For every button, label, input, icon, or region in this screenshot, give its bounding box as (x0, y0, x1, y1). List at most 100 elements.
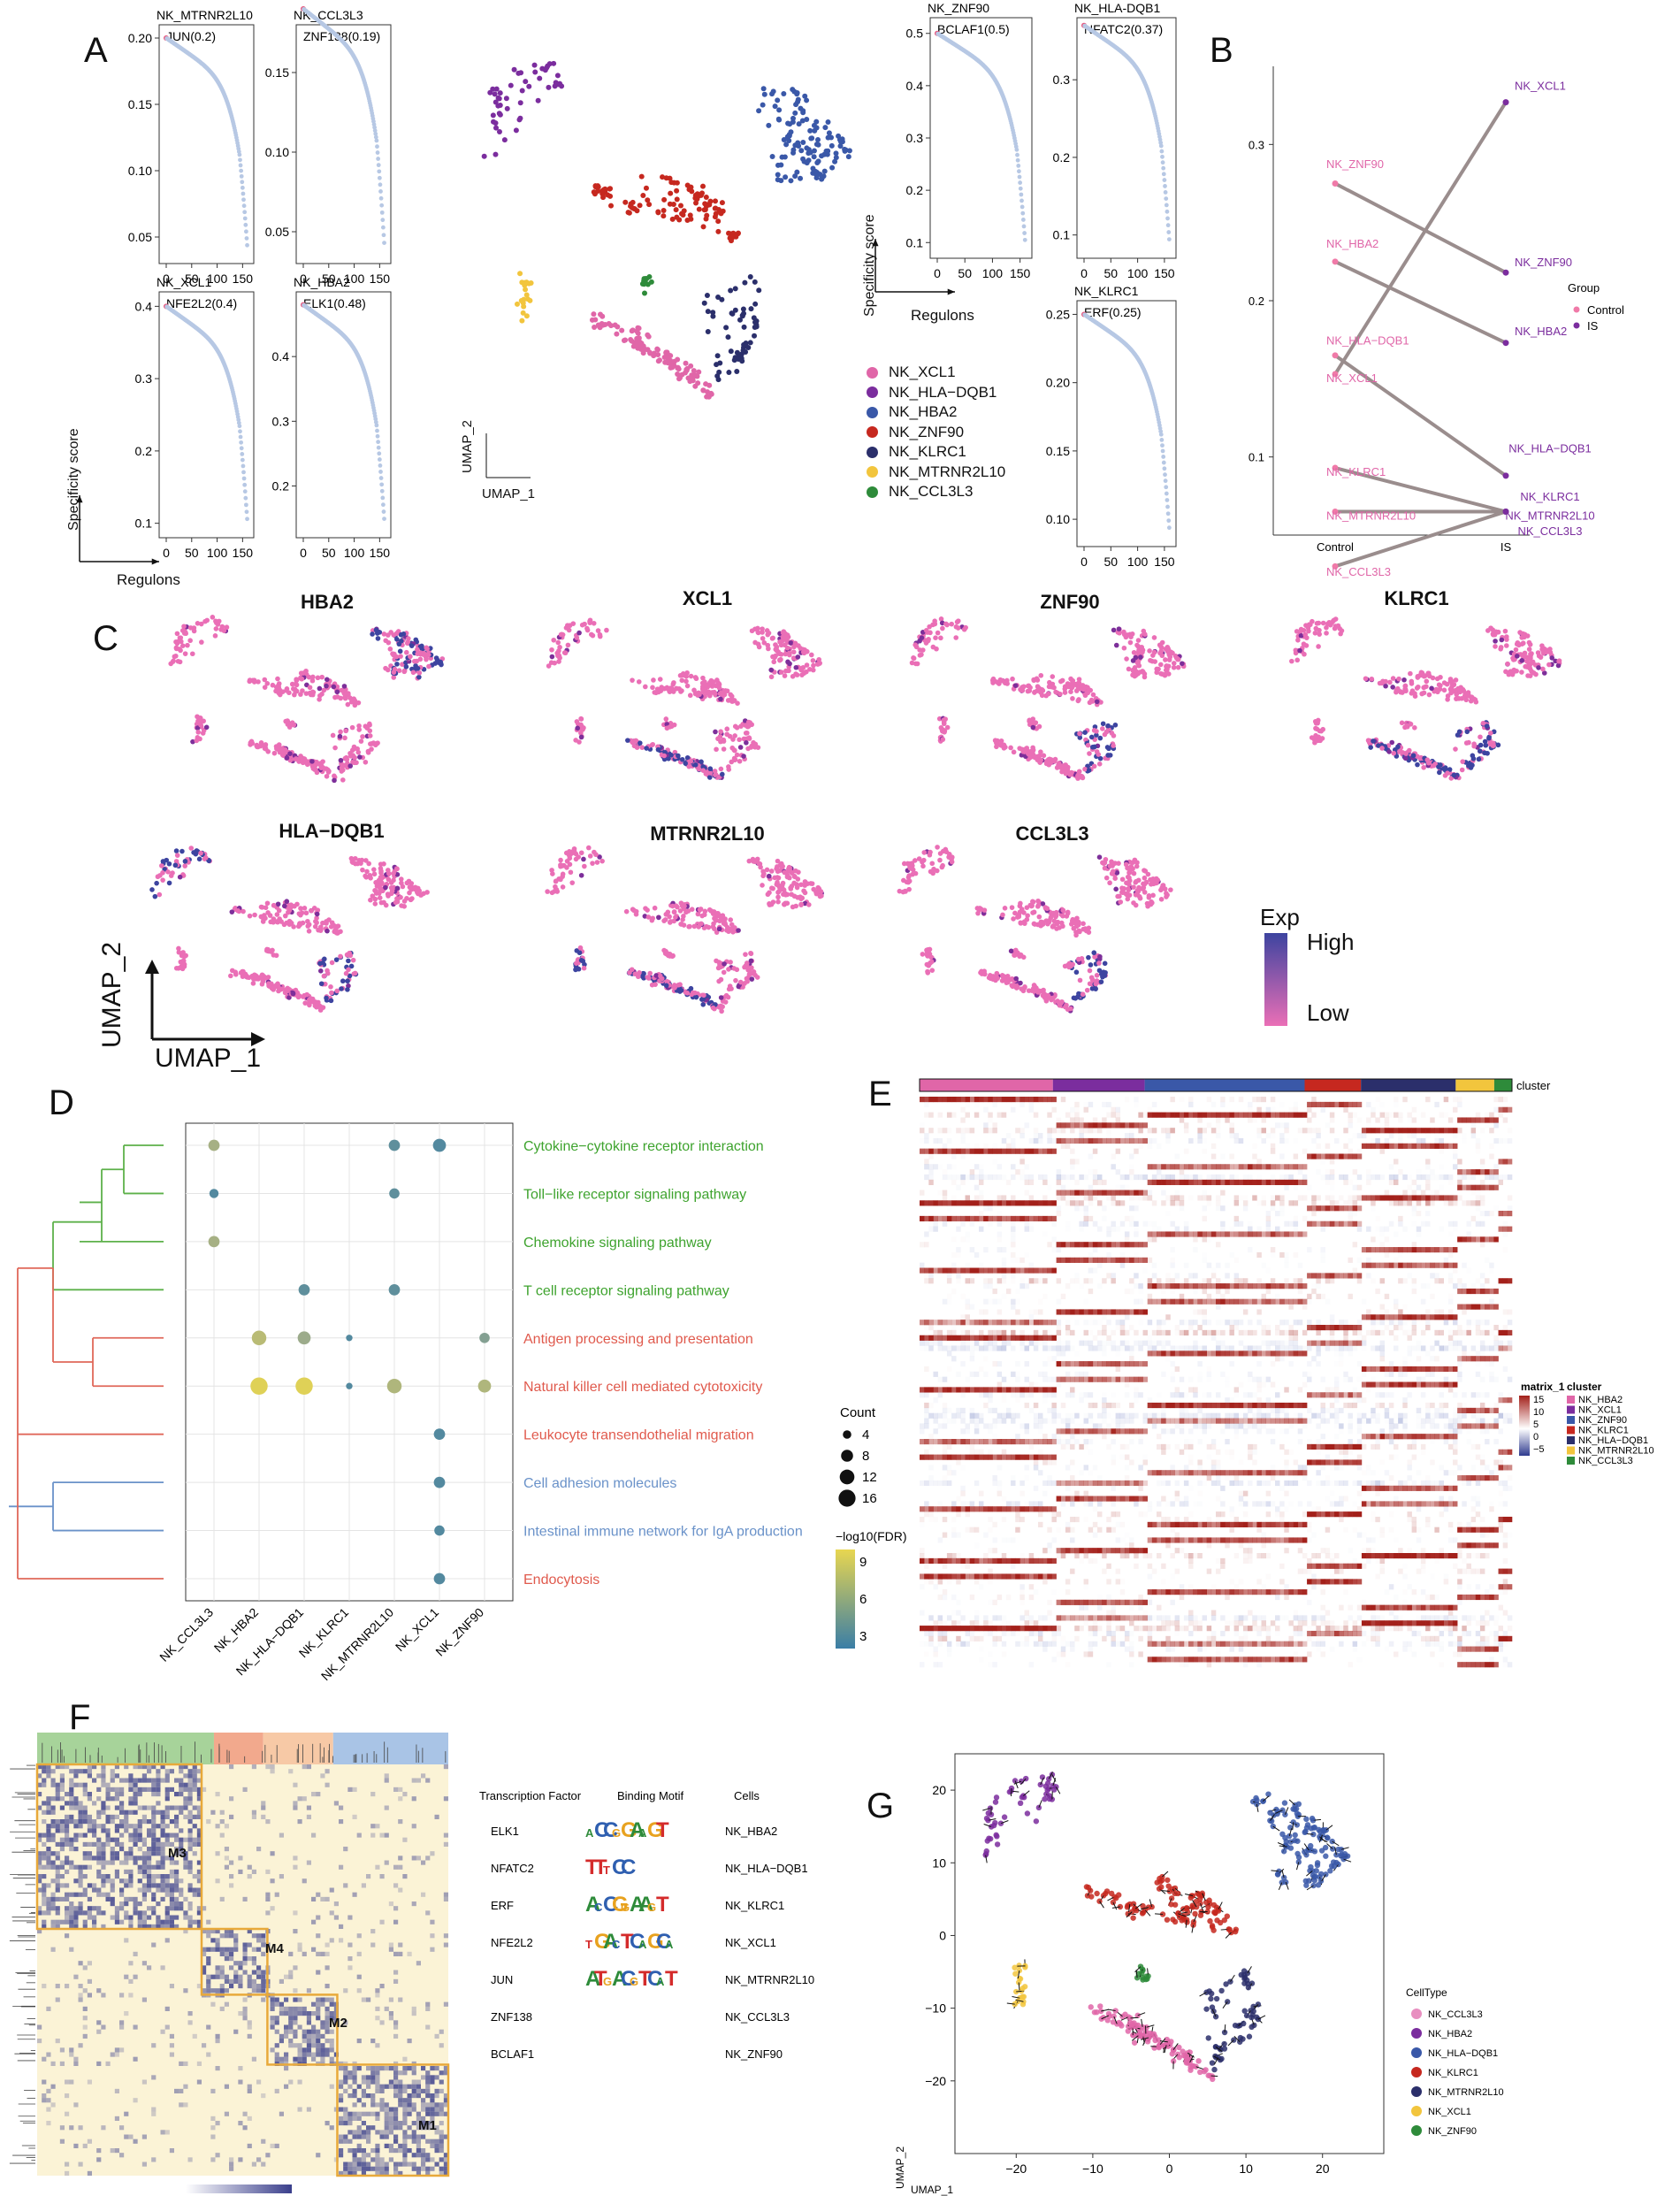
feature-cell (1536, 665, 1541, 670)
umap-cell (520, 310, 526, 316)
feature-cell (352, 970, 358, 976)
feature-cell (1063, 1004, 1068, 1010)
feature-cell (273, 953, 279, 959)
rank-point (1022, 237, 1027, 242)
umap-legend-item: NK_MTRNR2L10 (867, 463, 1005, 483)
feature-cell (1175, 664, 1181, 670)
feature-cell (569, 880, 576, 885)
rank-point (381, 233, 386, 238)
feature-cell (657, 677, 663, 682)
feature-cell (350, 957, 356, 963)
feature-cell (1408, 721, 1414, 727)
feature-cell (1068, 689, 1073, 695)
feature-cell (768, 868, 775, 874)
feature-cell (597, 854, 602, 860)
feature-cell (684, 683, 691, 689)
feature-cell (1019, 746, 1025, 753)
umap-legend-item: NK_HBA2 (867, 402, 1005, 423)
feature-cell (913, 642, 918, 647)
feature-cell (149, 887, 155, 892)
feature-cell (760, 626, 765, 631)
feature-cell (262, 677, 268, 683)
feature-cell (340, 777, 346, 783)
b-point-control (1332, 352, 1339, 359)
umap-cell (781, 137, 787, 143)
b-legend-title: Group (1568, 281, 1600, 295)
feature-cell (1404, 723, 1410, 728)
feature-cell (587, 617, 593, 624)
umap-cell (696, 206, 702, 212)
feature-cell (716, 926, 722, 932)
feature-cell (1447, 677, 1454, 682)
umap-cell (728, 287, 734, 294)
feature-cell (1116, 861, 1121, 866)
feature-cell (1123, 861, 1129, 868)
x-tick-label: 100 (1127, 266, 1149, 280)
rank-point (1160, 443, 1165, 448)
feature-cell (656, 914, 661, 921)
rank-point (1161, 460, 1166, 465)
feature-cell (1134, 860, 1140, 866)
feature-cell (393, 899, 399, 906)
umap-cell (732, 286, 738, 292)
umap-cell (770, 88, 776, 95)
feature-cell (347, 950, 352, 956)
feature-cell (344, 756, 350, 762)
feature-cell (760, 636, 766, 641)
feature-cell (1395, 744, 1401, 750)
rank-point (243, 495, 248, 501)
b-y-tick-label: 0.2 (1249, 295, 1264, 308)
feature-cell (578, 734, 584, 740)
umap-cell (699, 183, 706, 189)
feature-cell (737, 979, 744, 985)
feature-cell (1390, 676, 1396, 681)
feature-cell (580, 958, 586, 964)
feature-cell (728, 960, 733, 965)
x-tick-label: 50 (322, 272, 336, 286)
feature-cell (1105, 723, 1111, 729)
feature-cell (328, 983, 333, 990)
feature-cell (1549, 655, 1555, 661)
umap-cell (704, 293, 710, 299)
umap-cell (705, 309, 711, 315)
umap-cell (661, 207, 667, 213)
umap-cell (621, 338, 627, 344)
feature-cell (713, 772, 718, 777)
feature-cell (369, 746, 374, 752)
feature-cell (1038, 749, 1043, 754)
feature-cell (1471, 741, 1477, 746)
feature-cell (790, 674, 796, 679)
rank-point (238, 434, 243, 440)
feature-cell (1063, 770, 1069, 777)
rank-point (1020, 210, 1026, 216)
feature-cell (303, 758, 309, 764)
umap-cell (799, 118, 806, 124)
feature-cell (1445, 693, 1451, 699)
feature-cell (1107, 863, 1113, 868)
feature-cell (746, 858, 752, 864)
feature-cell (1298, 632, 1304, 639)
feature-cell (721, 746, 727, 752)
feature-cell (317, 968, 324, 974)
feature-cell (671, 680, 676, 685)
feature-cell (1091, 763, 1097, 769)
feature-cell (1401, 677, 1407, 683)
feature-cell (346, 691, 351, 696)
feature-cell (372, 901, 378, 907)
feature-cell (768, 674, 775, 680)
umap-cell (539, 65, 546, 72)
b-label-is: NK_CCL3L3 (1518, 524, 1583, 538)
umap-cell (628, 201, 634, 207)
feature-cell (425, 652, 431, 658)
feature-cell (699, 759, 704, 765)
feature-cell (185, 642, 190, 648)
panel-a-umap-ylabel: UMAP_2 (460, 419, 475, 473)
feature-cell (696, 766, 702, 772)
feature-cell (994, 739, 1000, 746)
feature-cell (264, 900, 271, 907)
feature-cell (765, 891, 771, 898)
umap-cell (687, 212, 693, 218)
umap-cell (802, 93, 808, 99)
umap-cell (496, 111, 502, 117)
